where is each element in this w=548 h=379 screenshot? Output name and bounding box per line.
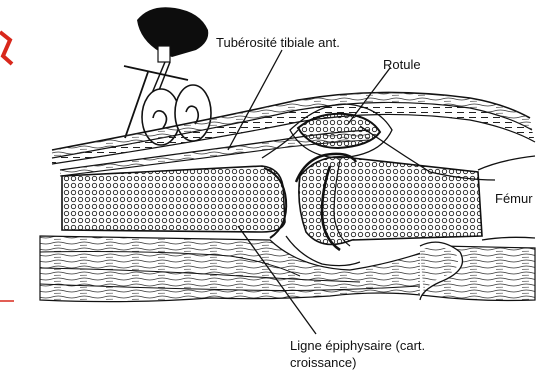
skin-layer <box>52 92 535 164</box>
deep-soft-tissue <box>40 236 535 302</box>
label-ligne-line2: croissance) <box>290 354 425 371</box>
label-tuberosite: Tubérosité tibiale ant. <box>216 34 340 51</box>
leader-tuberosite <box>228 50 282 150</box>
label-ligne-epiphysaire: Ligne épiphysaire (cart. croissance) <box>290 337 425 371</box>
femur <box>296 154 482 250</box>
label-femur: Fémur <box>495 190 533 207</box>
label-ligne-line1: Ligne épiphysaire (cart. <box>290 337 425 354</box>
red-mark <box>0 32 12 64</box>
label-rotule: Rotule <box>383 56 421 73</box>
tibia <box>62 166 286 238</box>
